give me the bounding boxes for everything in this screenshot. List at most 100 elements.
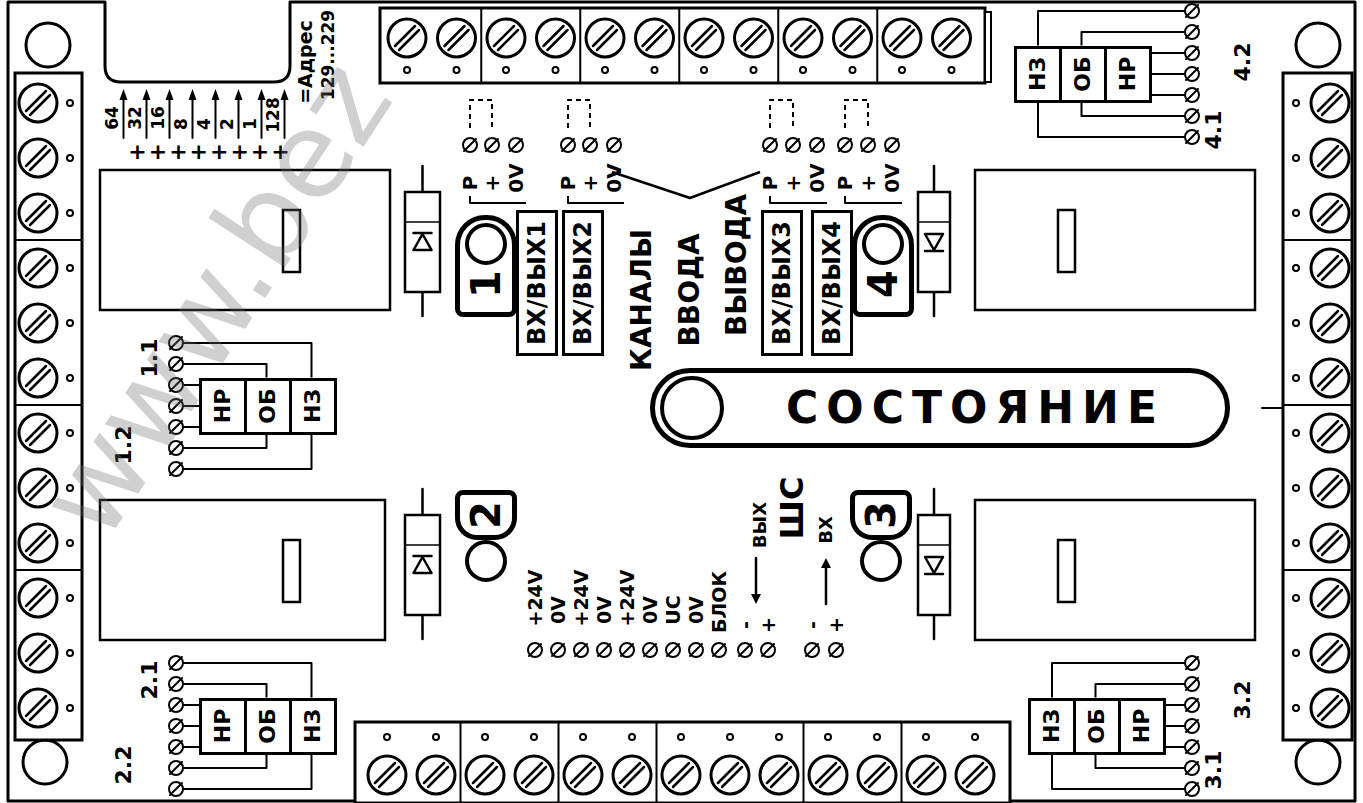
diode-lead — [933, 615, 936, 639]
terminal-screw — [636, 19, 674, 57]
solder-pad — [1185, 88, 1199, 102]
screw-slot — [869, 767, 889, 787]
pin-name: + — [759, 617, 778, 633]
contact-cell: ОБ — [244, 381, 289, 432]
contact-wire — [183, 725, 199, 727]
diode-lead — [933, 166, 936, 192]
solder-pad — [666, 643, 680, 657]
terminal-screw — [1311, 634, 1349, 672]
solder-pad — [1185, 109, 1199, 123]
pin-name: 0V — [807, 163, 827, 192]
contact-wire — [183, 746, 199, 748]
screw-slot — [1322, 95, 1342, 115]
channel-bracket — [845, 196, 902, 203]
terminal-screw — [613, 756, 651, 794]
channel-box: ВХ/ВЫХ3 — [761, 210, 803, 356]
terminal-hole — [727, 734, 733, 740]
terminal-hole — [850, 67, 856, 73]
contact-cell: ОБ — [1059, 49, 1104, 100]
pad-slash — [839, 139, 851, 151]
terminal-hole — [1293, 375, 1299, 381]
solder-pad — [1185, 698, 1199, 712]
screw-slot — [30, 260, 50, 280]
solder-pad — [1185, 46, 1199, 60]
text-holder: ВХ/ВЫХ2 — [571, 221, 595, 345]
solder-pad — [583, 138, 597, 152]
solder-pad — [786, 138, 800, 152]
text-holder: НЗ — [1041, 709, 1063, 743]
solder-pad — [509, 138, 523, 152]
pad-slash — [1186, 783, 1198, 795]
terminal-screw — [1311, 689, 1349, 727]
contact-wire — [1152, 73, 1185, 75]
jumper-dash — [568, 100, 590, 128]
terminal-hole — [553, 67, 559, 73]
terminal-divider — [1283, 239, 1352, 241]
terminal-hole — [1293, 155, 1299, 161]
contact-wire — [1082, 103, 1186, 117]
pad-slash — [644, 644, 656, 656]
terminal-divider — [15, 239, 82, 241]
text-holder: 3 — [861, 501, 901, 529]
pin-name: + — [827, 617, 846, 633]
terminal-screw — [956, 756, 994, 794]
screw-slot — [1322, 205, 1342, 225]
address-arrow — [169, 98, 171, 138]
terminal-divider — [579, 8, 581, 83]
screw-slot — [1322, 480, 1342, 500]
screw-slot — [30, 370, 50, 390]
diode-lead — [421, 489, 424, 515]
contact-wire — [1166, 725, 1185, 727]
screw-slot — [1322, 700, 1342, 720]
jumper-dash — [845, 100, 868, 128]
terminal-divider — [901, 722, 903, 803]
pad-slash — [1186, 26, 1198, 38]
terminal-screw — [417, 756, 455, 794]
screw-slot — [746, 30, 766, 50]
terminal-hole — [800, 67, 806, 73]
arrow-head — [821, 558, 831, 568]
contact-wire — [1166, 746, 1185, 748]
arrow-head — [189, 89, 197, 100]
terminal-hole — [751, 67, 757, 73]
pin-name: Р — [460, 176, 480, 191]
terminal-hole — [1293, 320, 1299, 326]
pad-slash — [170, 741, 182, 753]
solder-pad — [597, 643, 611, 657]
channel-box: ВХ/ВЫХ2 — [562, 210, 604, 356]
screw-slot — [449, 30, 469, 50]
status-band: СОСТОЯНИЕ — [650, 368, 1230, 448]
pad-slash — [739, 644, 751, 656]
pad-slash — [598, 644, 610, 656]
contact-wire — [1152, 94, 1185, 96]
contact-label: НР — [1131, 709, 1153, 744]
terminal-screw — [1311, 304, 1349, 342]
terminal-screw — [19, 84, 57, 122]
terminal-screw — [19, 689, 57, 727]
diode-lead — [421, 615, 424, 639]
terminal-screw — [586, 19, 624, 57]
terminal-hole — [67, 540, 73, 546]
solder-pad — [607, 138, 621, 152]
terminal-hole — [67, 650, 73, 656]
screw-slot — [944, 30, 964, 50]
contact-box: НЗОБНР — [1014, 46, 1152, 103]
pad-slash — [806, 644, 818, 656]
terminal-screw — [19, 249, 57, 287]
solder-pad — [838, 138, 852, 152]
text-holder: ОБ — [1072, 57, 1094, 92]
channel-box: ВХ/ВЫХ4 — [811, 210, 853, 356]
led-circle — [864, 225, 902, 263]
solder-pad — [1185, 4, 1199, 18]
terminal-screw — [19, 139, 57, 177]
loop-label: ШС — [776, 476, 808, 539]
pin-name: +24V — [618, 569, 637, 626]
terminal-hole — [1293, 430, 1299, 436]
group-title: КАНАЛЫ — [628, 229, 656, 371]
led-circle — [862, 542, 900, 580]
terminal-screw — [19, 194, 57, 232]
contact-box: НРОБНЗ — [199, 378, 337, 435]
diode-band — [405, 221, 440, 223]
terminal-screw — [1311, 249, 1349, 287]
loop-label: ВЫХ — [751, 502, 769, 548]
